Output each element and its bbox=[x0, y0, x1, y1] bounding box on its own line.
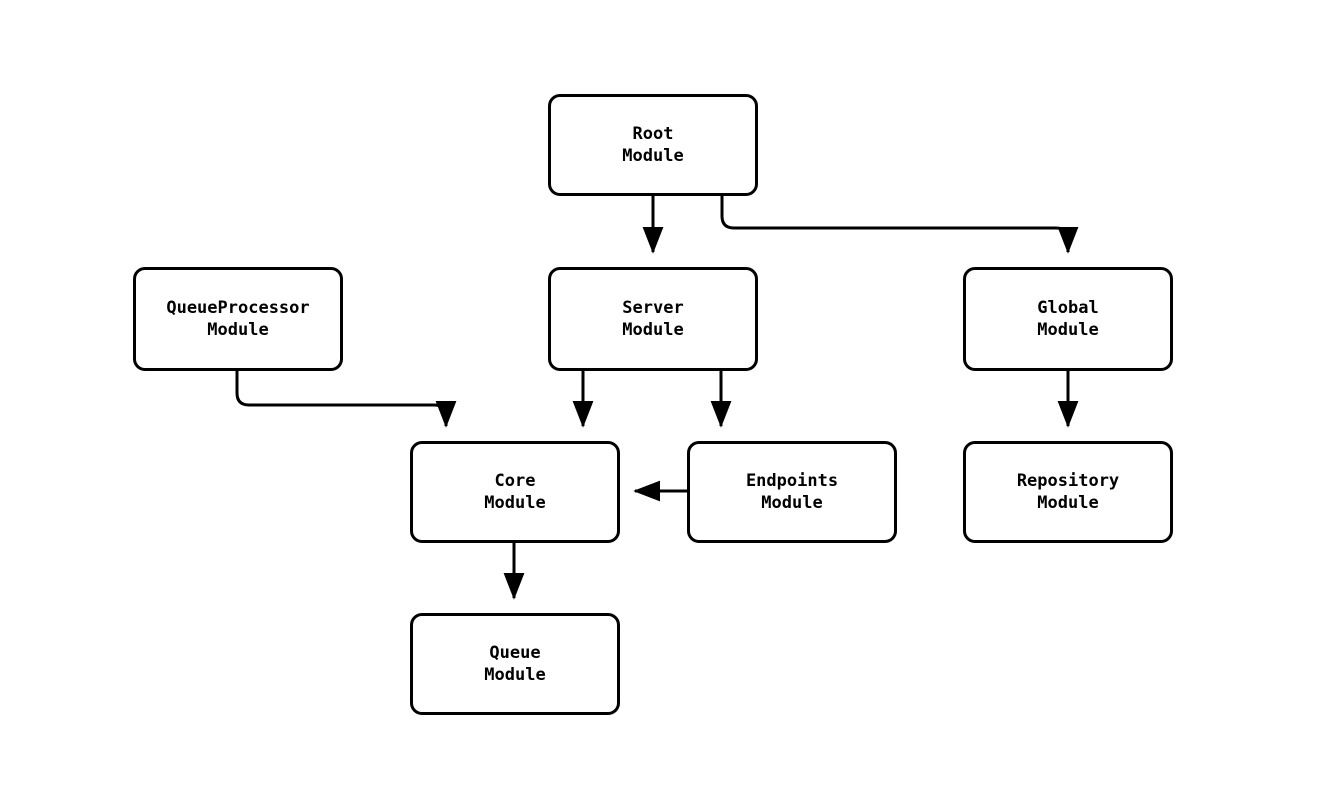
node-queueprocessor-module-line1: QueueProcessor bbox=[166, 298, 310, 318]
edge-root-global bbox=[720, 196, 1079, 254]
node-core-module-line2: Module bbox=[484, 493, 546, 513]
node-root-module-line1: Root bbox=[632, 124, 674, 144]
node-queueprocessor-module[interactable]: QueueProcessor Module bbox=[133, 267, 343, 371]
node-queue-module[interactable]: Queue Module bbox=[410, 613, 620, 715]
node-root-module-line2: Module bbox=[622, 146, 684, 166]
node-endpoints-module[interactable]: Endpoints Module bbox=[687, 441, 897, 543]
node-core-module[interactable]: Core Module bbox=[410, 441, 620, 543]
node-repository-module[interactable]: Repository Module bbox=[963, 441, 1173, 543]
node-root-module[interactable]: Root Module bbox=[548, 94, 758, 196]
node-global-module[interactable]: Global Module bbox=[963, 267, 1173, 371]
node-endpoints-module-line1: Endpoints bbox=[745, 471, 839, 491]
node-queue-module-line1: Queue bbox=[489, 643, 541, 663]
node-repository-module-line2: Module bbox=[1037, 493, 1099, 513]
node-queue-module-line2: Module bbox=[484, 665, 546, 685]
node-global-module-line2: Module bbox=[1037, 320, 1099, 340]
node-endpoints-module-line2: Module bbox=[761, 493, 823, 513]
node-server-module[interactable]: Server Module bbox=[548, 267, 758, 371]
edge-queueprocessor-core bbox=[235, 371, 457, 428]
node-server-module-line2: Module bbox=[622, 320, 684, 340]
node-server-module-line1: Server bbox=[622, 298, 684, 318]
node-core-module-line1: Core bbox=[494, 471, 536, 491]
node-global-module-line1: Global bbox=[1037, 298, 1099, 318]
node-repository-module-line1: Repository bbox=[1016, 471, 1120, 491]
node-queueprocessor-module-line2: Module bbox=[207, 320, 269, 340]
